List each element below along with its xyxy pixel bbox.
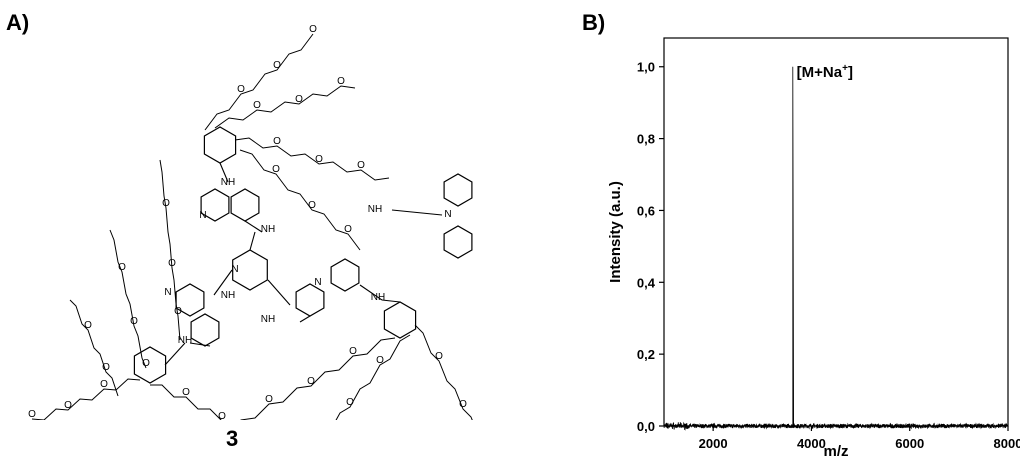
plot-frame [663,37,1009,427]
peak-annotation: [M+Na+] [797,63,853,81]
bond [189,342,211,347]
bond [219,162,229,183]
glycol-chain [414,324,473,420]
amide-nh-label: NH [221,177,235,188]
oxygen-atom: O [315,154,323,165]
pyridine-n-label: N [164,287,171,298]
oxygen-atom: O [435,351,443,362]
pyridine-ring [330,258,360,292]
x-axis-ticks: 2000 4000 6000 8000 [699,426,1020,451]
oxygen-atom: O [142,358,150,369]
central-benzene-ring [232,249,268,291]
oxygen-atom: O [346,397,354,408]
y-tick-label: 1,0 [637,60,655,75]
pyridine-n-label: N [199,210,206,221]
oxygen-atom: O [253,100,261,111]
oxygen-atom: O [337,76,345,87]
oxygen-atom: O [273,136,281,147]
oxygen-atom: O [130,316,138,327]
glycol-chain [214,85,356,129]
pyridine-ring [175,283,205,317]
amide-nh-label: NH [368,204,382,215]
glycol-chain [234,137,390,181]
oxygen-atom: O [349,346,357,357]
bond [359,284,383,301]
y-tick-label: 0,6 [637,203,655,218]
bond [244,220,263,233]
oxygen-atom: O [118,262,126,273]
dbco-ring [443,173,473,207]
oxygen-atom: O [308,200,316,211]
oxygen-atom: O [295,94,303,105]
oxygen-atom: O [100,379,108,390]
glycol-chain [31,378,141,420]
oxygen-atom: O [273,60,281,71]
x-tick-label: 4000 [797,436,826,451]
x-tick-label: 2000 [699,436,728,451]
oxygen-atom: O [307,376,315,387]
pyridine-ring [190,313,220,347]
amide-nh-label: NH [261,314,275,325]
dbco-ring [443,225,473,259]
x-axis-label: m/z [823,443,848,459]
panel-label-b: B) [582,10,606,35]
amide-nh-label: NH [178,335,192,346]
oxygen-atom: O [162,198,170,209]
amide-nh-label: NH [221,290,235,301]
oxygen-atom: O [272,164,280,175]
oxygen-atom: O [357,160,365,171]
dbco-n-label: N [444,209,451,220]
pyridine-ring [295,283,325,317]
bond [267,279,291,306]
gallate-ring [383,301,417,339]
glycol-chain [335,334,411,420]
molecule-structure: NHNHNHNHNHNHNHNNNNNOOOOOOOOOOOOOOOOOOOOO… [28,24,473,420]
oxygen-atom: O [309,24,317,35]
y-tick-label: 0,8 [637,132,655,147]
oxygen-atom: O [182,387,190,398]
glycol-chain [204,33,314,131]
bond [249,231,256,251]
panel-label-a: A) [6,10,30,35]
oxygen-atom: O [344,224,352,235]
mass-spectrum-chart: 0,0 0,2 0,4 0,6 0,8 1,0 2000 4000 6000 8000 [M+N… [607,37,1020,459]
bond [381,299,401,303]
amide-nh-label: NH [261,224,275,235]
glycol-chain [150,384,222,420]
pyridine-ring [200,188,230,222]
glycol-chain [240,337,396,420]
y-tick-label: 0,4 [637,275,656,290]
compound-number: 3 [226,426,239,451]
oxygen-atom: O [265,394,273,405]
y-tick-label: 0,2 [637,347,655,362]
bond [164,342,186,366]
oxygen-atom: O [102,362,110,373]
oxygen-atom: O [64,400,72,411]
bond [391,209,443,216]
oxygen-atom: O [237,84,245,95]
oxygen-atom: O [84,320,92,331]
pyridine-n-label: N [314,277,321,288]
spectrum-line [663,66,1009,431]
gallate-ring [203,126,237,164]
bond [213,269,233,296]
glycol-chain [159,159,181,341]
y-axis-ticks: 0,0 0,2 0,4 0,6 0,8 1,0 [637,60,664,434]
oxygen-atom: O [28,409,36,420]
oxygen-atom: O [459,399,467,410]
oxygen-atom: O [376,355,384,366]
y-tick-label: 0,0 [637,419,655,434]
pyridine-ring [230,188,260,222]
bond [299,315,311,323]
glycol-chain [109,229,147,369]
gallate-ring [133,346,167,384]
glycol-chain [239,149,361,251]
y-axis-label: Intensity (a.u.) [607,181,624,283]
glycol-chain [69,299,119,397]
x-tick-label: 8000 [994,436,1020,451]
x-tick-label: 6000 [895,436,924,451]
oxygen-atom: O [174,306,182,317]
oxygen-atom: O [218,411,226,420]
pyridine-n-label: N [231,264,238,275]
